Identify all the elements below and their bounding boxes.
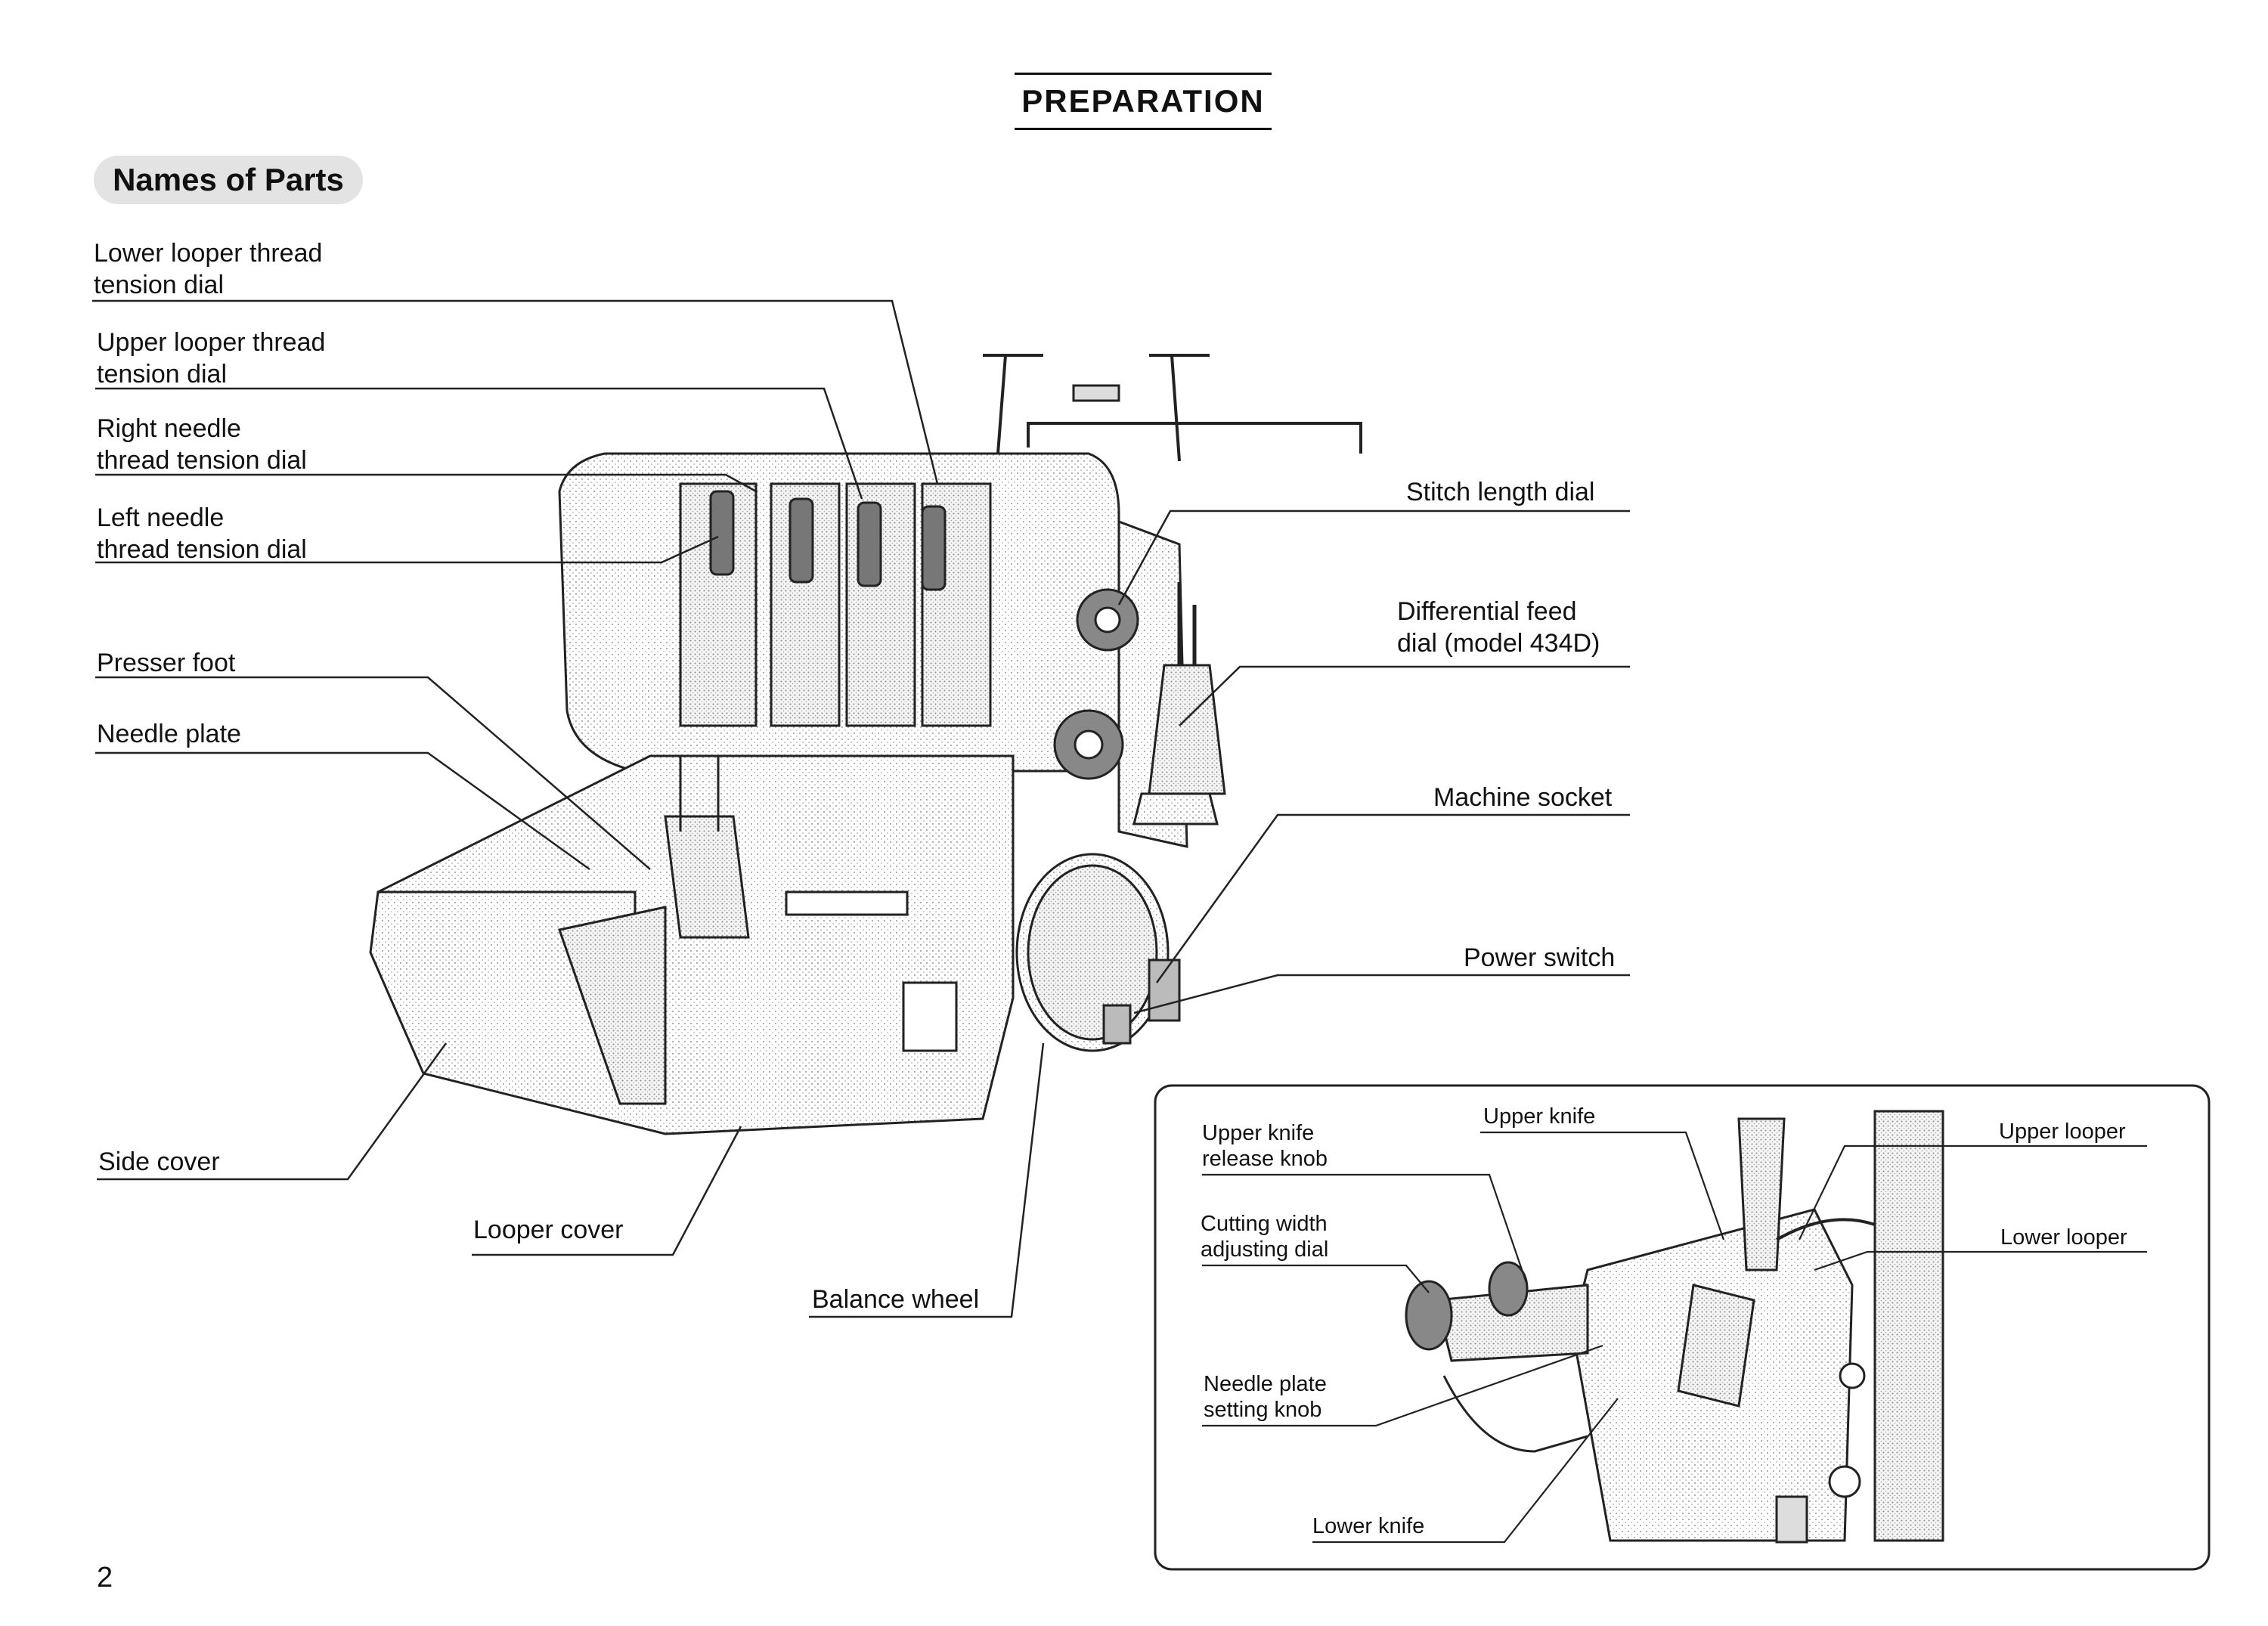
label-needle-plate: Needle plate	[97, 720, 241, 748]
label-lower-looper: Lower looper	[2000, 1225, 2127, 1250]
thread-stand	[983, 354, 1362, 462]
machine-illustration	[369, 354, 1362, 1135]
label-machine-socket: Machine socket	[1433, 783, 1613, 812]
section-title: Names of Parts	[94, 156, 363, 204]
label-upper-looper-tension: Upper looper thread tension dial	[97, 328, 326, 389]
label-lower-knife: Lower knife	[1312, 1514, 1425, 1538]
page-heading: PREPARATION	[1015, 73, 1272, 130]
label-balance-wheel: Balance wheel	[812, 1285, 980, 1314]
tension-dials	[709, 490, 947, 591]
label-differential-feed-dial: Differential feed dial (model 434D)	[1397, 597, 1600, 658]
label-left-needle-tension: Left needle thread tension dial	[97, 503, 307, 564]
leader-lines	[92, 299, 1630, 1318]
label-presser-foot: Presser foot	[97, 649, 236, 677]
label-lower-looper-tension: Lower looper thread tension dial	[94, 239, 323, 299]
label-upper-knife: Upper knife	[1483, 1104, 1596, 1129]
label-stitch-length-dial: Stitch length dial	[1406, 478, 1595, 506]
label-cutting-width-dial: Cutting width adjusting dial	[1201, 1212, 1329, 1262]
label-power-switch: Power switch	[1464, 943, 1616, 972]
label-looper-cover: Looper cover	[473, 1216, 624, 1244]
label-needle-plate-setting-knob: Needle plate setting knob	[1204, 1372, 1327, 1422]
label-upper-looper: Upper looper	[1999, 1120, 2126, 1144]
inset-panel	[1154, 1084, 2211, 1571]
label-side-cover: Side cover	[98, 1147, 220, 1176]
label-right-needle-tension: Right needle thread tension dial	[97, 414, 307, 475]
label-upper-knife-release-knob: Upper knife release knob	[1202, 1121, 1328, 1171]
page-number: 2	[97, 1562, 113, 1593]
